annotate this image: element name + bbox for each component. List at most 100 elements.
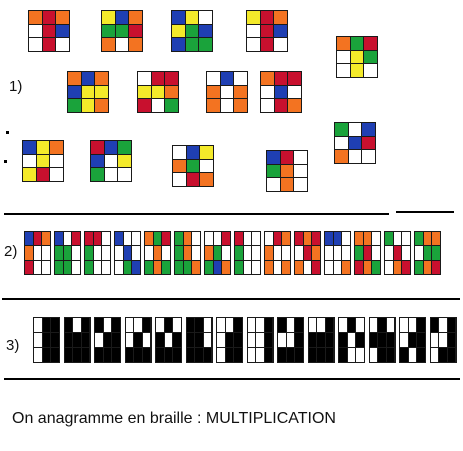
cube-sticker (68, 99, 81, 112)
cube-sticker (350, 64, 364, 77)
cube-sticker (308, 333, 317, 347)
cube-sticker (261, 99, 274, 112)
cube-sticker (102, 24, 115, 38)
cube-sticker (220, 85, 234, 99)
cube-sticker (36, 141, 50, 154)
cube-sticker (385, 246, 393, 260)
cube-sticker (118, 141, 131, 154)
cube-sticker (256, 333, 264, 347)
cube-sticker (192, 232, 200, 246)
cube-sticker (333, 232, 342, 246)
cube-sticker (23, 141, 36, 154)
rubik-cube-face (264, 231, 291, 275)
cube-sticker (295, 232, 303, 246)
cube-sticker (173, 146, 186, 159)
cube-sticker (295, 333, 303, 347)
section-1-label: 1) (9, 78, 23, 95)
cube-sticker (274, 24, 287, 38)
cube-sticker (303, 232, 312, 246)
cube-sticker (205, 246, 213, 260)
cube-sticker (415, 232, 423, 246)
cube-sticker (129, 11, 142, 24)
cube-sticker (173, 173, 186, 186)
cube-sticker (203, 348, 212, 362)
cube-sticker (264, 333, 273, 347)
cube-sticker (165, 72, 178, 85)
cube-sticker (95, 333, 103, 347)
cube-sticker (93, 232, 102, 246)
cube-sticker (247, 38, 260, 51)
cube-sticker (199, 38, 212, 51)
cube-sticker (73, 333, 81, 347)
rubik-cube-face (101, 10, 143, 52)
cube-sticker (295, 348, 303, 362)
cube-sticker (95, 348, 103, 362)
cube-sticker (175, 260, 183, 274)
cube-sticker (369, 348, 378, 362)
rubik-cube-face (28, 10, 70, 52)
cube-sticker (447, 318, 456, 332)
cube-sticker (347, 348, 356, 362)
cube-sticker (125, 318, 134, 332)
cube-sticker (132, 232, 140, 246)
braille-cell (399, 317, 426, 363)
cube-sticker (261, 85, 274, 99)
cube-sticker (393, 260, 402, 274)
cube-sticker (93, 260, 102, 274)
cube-sticker (280, 164, 294, 178)
cube-sticker (134, 318, 142, 332)
cube-sticker (153, 260, 162, 274)
cube-sticker (274, 72, 288, 85)
cube-sticker (118, 168, 131, 181)
cube-sticker (102, 38, 115, 51)
cube-sticker (95, 99, 108, 112)
cube-sticker (173, 318, 181, 332)
cube-sticker (362, 123, 375, 136)
cube-sticker (400, 333, 408, 347)
cube-sticker (386, 318, 395, 332)
cube-sticker (93, 246, 102, 260)
cube-sticker (282, 260, 290, 274)
cube-sticker (325, 260, 333, 274)
cube-sticker (225, 318, 234, 332)
cube-sticker (138, 99, 151, 112)
cube-sticker (417, 333, 425, 347)
cube-sticker (33, 260, 42, 274)
cube-sticker (273, 232, 282, 246)
rubik-cube-face (334, 122, 376, 164)
cube-sticker (164, 333, 173, 347)
cube-sticker (439, 318, 447, 332)
cube-sticker (205, 232, 213, 246)
cube-sticker (138, 72, 151, 85)
cube-sticker (267, 178, 280, 191)
cube-sticker (312, 232, 320, 246)
cube-sticker (132, 246, 140, 260)
cube-sticker (217, 333, 225, 347)
cube-sticker (356, 348, 364, 362)
cube-sticker (125, 333, 134, 347)
cube-sticker (125, 348, 134, 362)
cube-sticker (42, 38, 56, 51)
cube-sticker (243, 260, 252, 274)
cube-sticker (33, 246, 42, 260)
cube-sticker (50, 141, 63, 154)
cube-sticker (278, 318, 286, 332)
cube-sticker (303, 246, 312, 260)
cube-sticker (42, 333, 51, 347)
cube-sticker (55, 260, 63, 274)
cube-sticker (63, 246, 72, 260)
margin-mark (4, 160, 7, 163)
cube-sticker (42, 11, 56, 24)
cube-sticker (36, 168, 50, 181)
braille-cell (277, 317, 304, 363)
cube-sticker (288, 72, 301, 85)
cube-sticker (112, 318, 120, 332)
cube-sticker (247, 11, 260, 24)
rubik-cube-face (384, 231, 411, 275)
cube-sticker (265, 246, 273, 260)
cube-sticker (142, 333, 151, 347)
cube-sticker (342, 260, 350, 274)
cube-sticker (123, 246, 132, 260)
cube-sticker (402, 260, 410, 274)
braille-cell (124, 317, 152, 363)
